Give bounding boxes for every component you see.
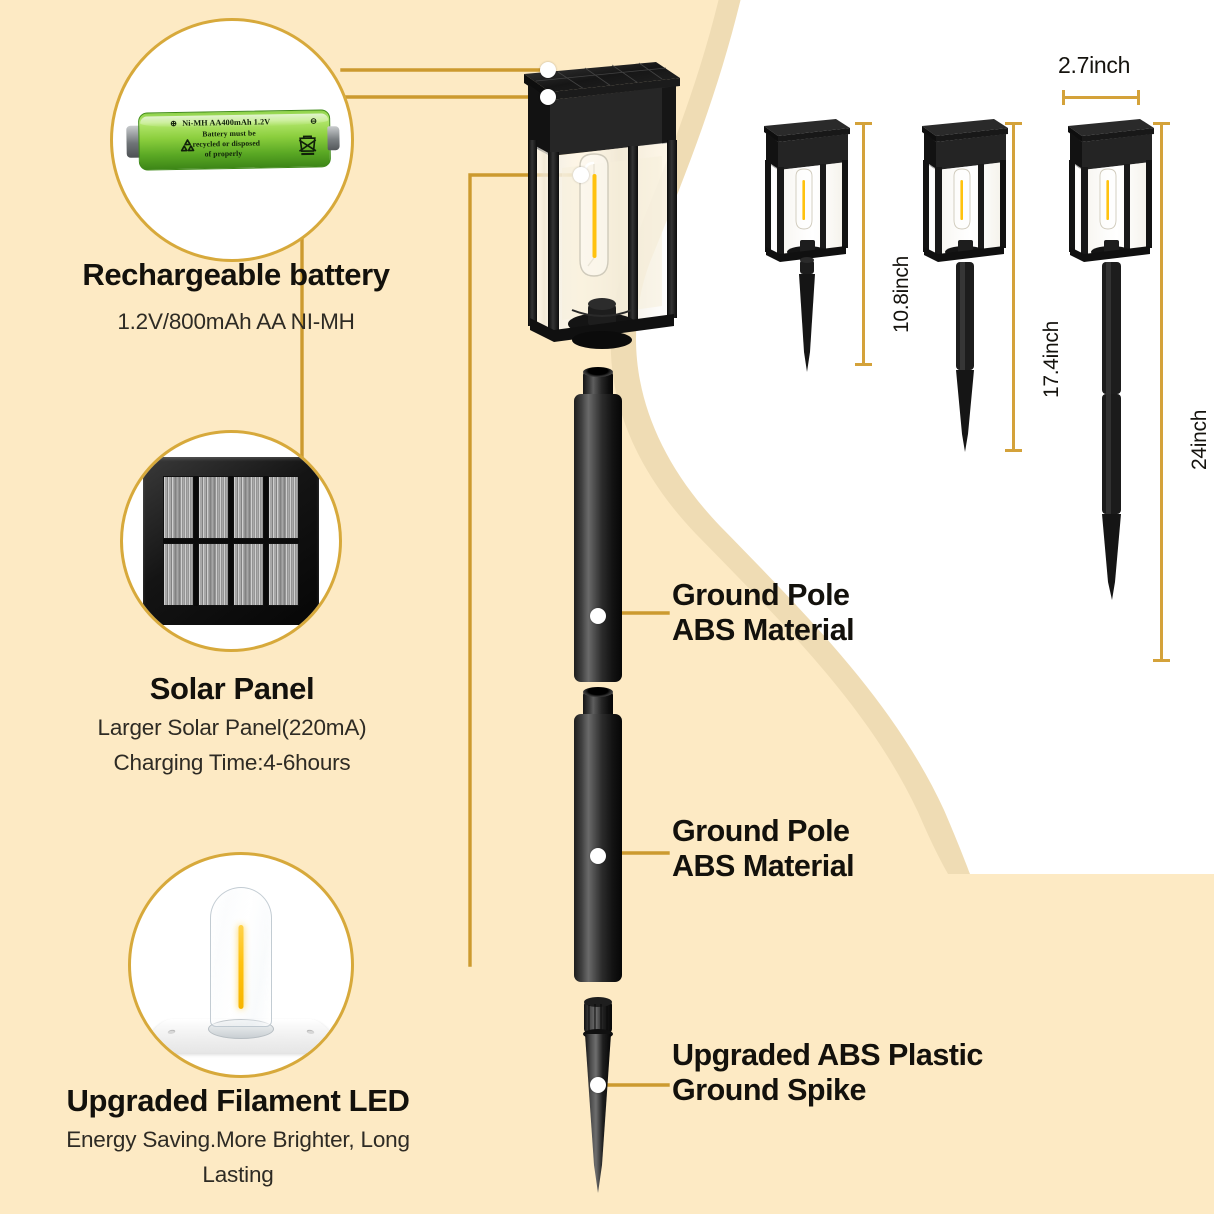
ground-spike-illustration [576, 997, 620, 1197]
feature-title-led: Upgraded Filament LED [66, 1083, 410, 1118]
callout-line-1: Upgraded ABS Plastic [672, 1038, 983, 1072]
solar-cell [233, 476, 264, 539]
dimension-label-short: 10.8inch [890, 256, 913, 333]
battery-warning-line-2: recycled or disposed [192, 138, 261, 149]
callout-dot-pole-lower [590, 848, 606, 864]
dimension-tick [1005, 122, 1022, 125]
solar-cell [198, 543, 229, 606]
dimension-tick [1062, 90, 1065, 105]
dimension-line-medium [1012, 122, 1015, 452]
callout-line-1: Ground Pole [672, 814, 850, 848]
weee-crossed-bin-icon [298, 135, 317, 156]
dimension-tick [1137, 90, 1140, 105]
callout-ground-pole-upper: Ground Pole ABS Material [672, 578, 855, 649]
dimension-tick [1153, 122, 1170, 125]
feature-text-battery: Rechargeable battery 1.2V/800mAh AA NI-M… [26, 257, 446, 336]
dimension-tick [855, 122, 872, 125]
battery-warning-line-1: Battery must be [202, 128, 256, 139]
feature-desc-solar-line1: Larger Solar Panel(220mA) [97, 714, 367, 740]
callout-dot-housing [540, 89, 556, 105]
led-plate-hole [306, 1029, 315, 1034]
callout-dot-pole-upper [590, 608, 606, 624]
callout-line-2: Ground Spike [672, 1073, 866, 1108]
led-plate-hole [167, 1029, 176, 1034]
solar-cell [163, 543, 194, 606]
callout-line-1: Ground Pole [672, 578, 850, 612]
recycle-icon [180, 139, 195, 152]
dimension-label-width: 2.7inch [1058, 52, 1131, 78]
dimension-tick [1005, 449, 1022, 452]
callout-line-2: ABS Material [672, 613, 855, 648]
feature-desc-solar-line2: Charging Time:4-6hours [113, 750, 351, 776]
callout-ground-spike: Upgraded ABS Plastic Ground Spike [672, 1038, 983, 1109]
solar-cell [268, 543, 299, 606]
solar-cell [163, 476, 194, 539]
solar-panel-icon [120, 430, 342, 652]
dimension-line-tall [1160, 122, 1163, 662]
dimension-label-medium: 17.4inch [1040, 321, 1063, 398]
callout-dot-spike [590, 1077, 606, 1093]
battery-positive-terminal [327, 126, 340, 151]
solar-panel-cells [163, 476, 299, 606]
battery-icon: ⊕ Ni-MH AA400mAh 1.2V ⊖ Battery must be … [110, 18, 354, 262]
lamp-size-tall-illustration [1056, 104, 1168, 624]
callout-dot-solar-top [540, 62, 556, 78]
dimension-tick [1153, 659, 1170, 662]
battery-minus-symbol: ⊖ [310, 116, 318, 126]
feature-text-solar: Solar Panel Larger Solar Panel(220mA) Ch… [22, 671, 442, 778]
led-filament-strip [238, 924, 244, 1009]
battery-plus-symbol: ⊕ [170, 118, 178, 129]
solar-cell [268, 476, 299, 539]
ground-pole-lower-illustration [574, 687, 622, 982]
battery-warning-line-3: of properly [204, 148, 243, 159]
lamp-size-medium-illustration [910, 104, 1018, 464]
feature-desc-led-line1: Energy Saving.More Brighter, Long [66, 1126, 410, 1152]
callout-line-2: ABS Material [672, 849, 855, 884]
filament-led-icon [128, 852, 354, 1078]
feature-text-led: Upgraded Filament LED Energy Saving.More… [8, 1083, 468, 1190]
feature-title-battery: Rechargeable battery [82, 257, 390, 292]
pole-rim [583, 367, 613, 377]
solar-cell [233, 543, 264, 606]
pole-shaft [574, 394, 622, 682]
feature-desc-battery: 1.2V/800mAh AA NI-MH [117, 308, 355, 334]
pole-rim [583, 687, 613, 697]
dimension-line-short [862, 122, 865, 366]
solar-cell [198, 476, 229, 539]
dimension-line-width [1062, 96, 1140, 99]
battery-spec-line: Ni-MH AA400mAh 1.2V [182, 117, 271, 128]
feature-desc-led-line2: Lasting [202, 1162, 274, 1188]
lantern-head-illustration [510, 48, 690, 378]
feature-title-solar: Solar Panel [149, 671, 315, 706]
callout-ground-pole-lower: Ground Pole ABS Material [672, 814, 855, 885]
callout-dot-filament [573, 167, 589, 183]
dimension-label-tall: 24inch [1188, 409, 1211, 470]
ground-pole-upper-illustration [574, 367, 622, 682]
dimension-tick [855, 363, 872, 366]
lamp-size-short-illustration [752, 104, 860, 394]
